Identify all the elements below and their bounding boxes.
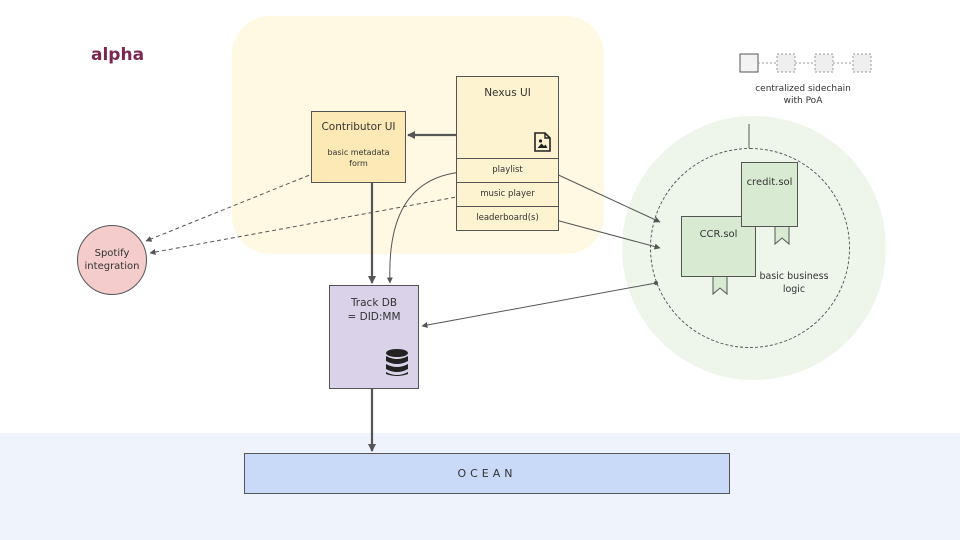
ccr-contract: CCR.sol <box>681 216 756 277</box>
track-db-box: Track DB = DID:MM <box>329 285 419 389</box>
contributor-ui-box: Contributor UI basic metadata form <box>311 111 406 183</box>
ocean-label: OCEAN <box>457 467 517 480</box>
sidechain-block-head <box>739 53 759 73</box>
playlist-to-trackdb-arrow <box>386 171 463 284</box>
ocean-box: OCEAN <box>244 453 730 494</box>
contributor-ui-title: Contributor UI <box>321 121 396 133</box>
sidechain-block <box>776 53 796 73</box>
player-to-spotify-arrow <box>149 195 463 255</box>
nexus-item-playlist: playlist <box>457 158 558 182</box>
sidechain-block <box>814 53 834 73</box>
playlist-to-contracts-arrow <box>551 171 661 223</box>
nexus-ui-box: Nexus UI playlist music player leaderboa… <box>456 76 559 231</box>
credit-contract-label: credit.sol <box>746 177 793 188</box>
slide-title: alpha <box>91 45 145 65</box>
nexus-item-leaderboards: leaderboard(s) <box>457 206 558 230</box>
contracts-to-trackdb-arrow <box>421 282 657 328</box>
spotify-label: Spotify integration <box>84 248 140 272</box>
sidechain-label: centralized sidechain with PoA <box>755 84 851 106</box>
spotify-integration-node: Spotify integration <box>77 225 147 295</box>
credit-contract: credit.sol <box>741 162 798 227</box>
smart-contract-boundary <box>650 148 850 348</box>
business-logic-label: basic business logic <box>759 271 829 295</box>
contributor-ui-subtitle: basic metadata form <box>327 148 390 168</box>
track-db-title: Track DB <box>350 297 398 309</box>
leaderboard-to-contracts-arrow <box>551 218 661 250</box>
nexus-ui-title: Nexus UI <box>484 87 531 99</box>
nexus-item-music-player: music player <box>457 182 558 206</box>
sidechain-block <box>852 53 872 73</box>
ccr-contract-label: CCR.sol <box>699 229 738 240</box>
image-file-icon <box>534 132 551 152</box>
form-to-spotify-arrow <box>145 169 323 242</box>
track-db-subtitle: = DID:MM <box>347 311 401 323</box>
database-icon <box>386 349 408 376</box>
